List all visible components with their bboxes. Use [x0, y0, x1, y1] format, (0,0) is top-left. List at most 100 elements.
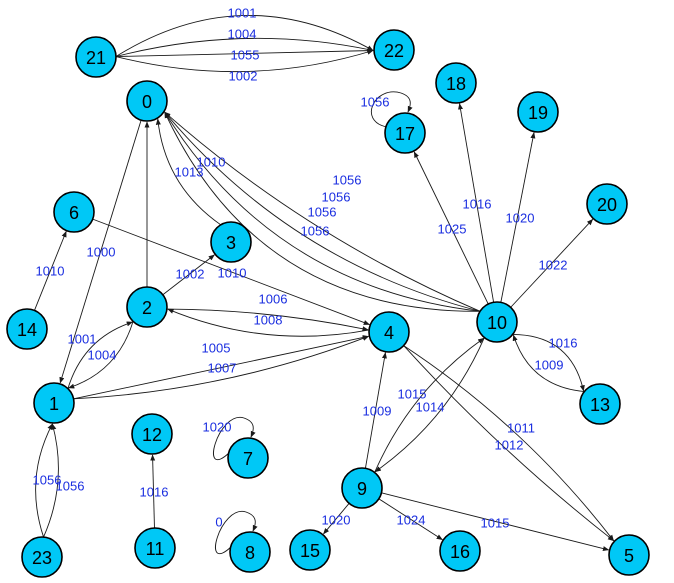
edge-17-to-17 [371, 91, 413, 128]
edge-2-to-3 [162, 254, 215, 296]
edges-layer [34, 15, 615, 555]
node-label-7: 7 [243, 449, 253, 469]
edge-label-1-to-2: 1001 [68, 332, 97, 347]
edge-label-10-to-18: 1016 [463, 197, 492, 212]
node-label-4: 4 [384, 323, 394, 343]
node-6: 6 [53, 191, 95, 233]
node-circle-2 [126, 286, 168, 328]
node-10: 10 [476, 301, 518, 343]
node-label-5: 5 [624, 546, 634, 566]
edge-23-to-1 [35, 423, 53, 538]
node-20: 20 [586, 183, 628, 225]
edge-label-21-to-22: 1055 [231, 48, 260, 63]
edge-label-10-to-0: 1056 [333, 173, 362, 188]
edge-9-to-5 [381, 492, 610, 551]
edge-label-9-to-5: 1015 [481, 516, 510, 531]
node-circle-7 [227, 437, 269, 479]
node-circle-18 [435, 62, 477, 104]
node-5: 5 [608, 534, 650, 576]
node-circle-21 [75, 36, 117, 78]
node-8: 8 [229, 531, 271, 573]
node-label-16: 16 [450, 542, 470, 562]
node-3: 3 [210, 221, 252, 263]
node-circle-8 [229, 531, 271, 573]
edge-1-to-2 [67, 321, 133, 389]
edge-label-1-to-4: 1005 [202, 341, 231, 356]
edge-10-to-9 [374, 337, 485, 473]
node-circle-9 [341, 467, 383, 509]
edge-13-to-10 [512, 334, 585, 392]
edge-label-8-to-8: 0 [215, 515, 222, 530]
edge-2-to-1 [68, 321, 134, 389]
node-circle-17 [384, 112, 426, 154]
node-label-15: 15 [300, 541, 320, 561]
node-label-8: 8 [245, 543, 255, 563]
edge-label-9-to-10: 1015 [398, 387, 427, 402]
edge-label-10-to-13: 1016 [549, 336, 578, 351]
node-18: 18 [435, 62, 477, 104]
edge-label-7-to-7: 1020 [203, 420, 232, 435]
edge-label-2-to-4: 1008 [254, 313, 283, 328]
edge-label-21-to-22: 1004 [228, 27, 257, 42]
node-circle-11 [134, 527, 176, 569]
node-14: 14 [6, 308, 48, 350]
node-circle-15 [289, 529, 331, 571]
edge-label-2-to-1: 1004 [88, 348, 117, 363]
node-label-11: 11 [146, 539, 165, 559]
node-label-3: 3 [226, 233, 236, 253]
edge-label-2-to-0: 1013 [175, 165, 204, 180]
node-19: 19 [517, 91, 559, 133]
node-label-2: 2 [142, 298, 152, 318]
edge-1-to-4 [73, 335, 370, 400]
edge-9-to-10 [374, 337, 485, 473]
node-15: 15 [289, 529, 331, 571]
edge-label-1-to-4: 1007 [208, 361, 237, 376]
edge-label-9-to-15: 1020 [322, 513, 351, 528]
node-circle-1 [33, 382, 75, 424]
node-circle-4 [368, 311, 410, 353]
node-label-14: 14 [17, 320, 37, 340]
edge-7-to-7 [213, 417, 256, 461]
edge-4-to-2 [167, 308, 370, 337]
edge-21-to-22 [115, 48, 374, 57]
edge-label-3-to-0: 1010 [197, 155, 226, 170]
node-12: 12 [131, 413, 173, 455]
edge-4-to-5 [403, 345, 615, 542]
edge-21-to-22 [115, 15, 374, 57]
node-9: 9 [341, 467, 383, 509]
edge-10-to-0 [164, 111, 481, 312]
node-label-18: 18 [446, 74, 466, 94]
edge-8-to-8 [215, 511, 258, 555]
node-circle-5 [608, 534, 650, 576]
node-2: 2 [126, 286, 168, 328]
edge-10-to-13 [512, 334, 585, 392]
node-circle-0 [126, 80, 168, 122]
node-16: 16 [439, 530, 481, 572]
node-17: 17 [384, 112, 426, 154]
node-label-10: 10 [487, 313, 507, 333]
edge-label-10-to-0: 1056 [322, 190, 351, 205]
edge-label-10-to-17: 1025 [438, 222, 467, 237]
node-label-20: 20 [597, 195, 617, 215]
edge-label-10-to-9: 1014 [416, 400, 445, 415]
node-23: 23 [21, 536, 63, 578]
edge-0-to-1 [59, 119, 142, 384]
node-circle-12 [131, 413, 173, 455]
edge-label-10-to-0: 1056 [308, 205, 337, 220]
edge-label-2-to-3: 1002 [176, 267, 205, 282]
edge-label-4-to-5: 1012 [495, 438, 524, 453]
node-label-12: 12 [142, 425, 162, 445]
edge-label-11-to-12: 1016 [140, 485, 169, 500]
node-label-17: 17 [395, 124, 415, 144]
edge-3-to-0 [155, 118, 222, 226]
node-13: 13 [579, 383, 621, 425]
node-label-0: 0 [142, 92, 152, 112]
edge-9-to-4 [364, 352, 387, 469]
edge-4-to-5 [403, 345, 615, 542]
node-circle-23 [21, 536, 63, 578]
edge-1-to-4 [73, 335, 370, 400]
edge-14-to-6 [34, 230, 67, 311]
edge-label-4-to-5: 1011 [507, 421, 535, 436]
